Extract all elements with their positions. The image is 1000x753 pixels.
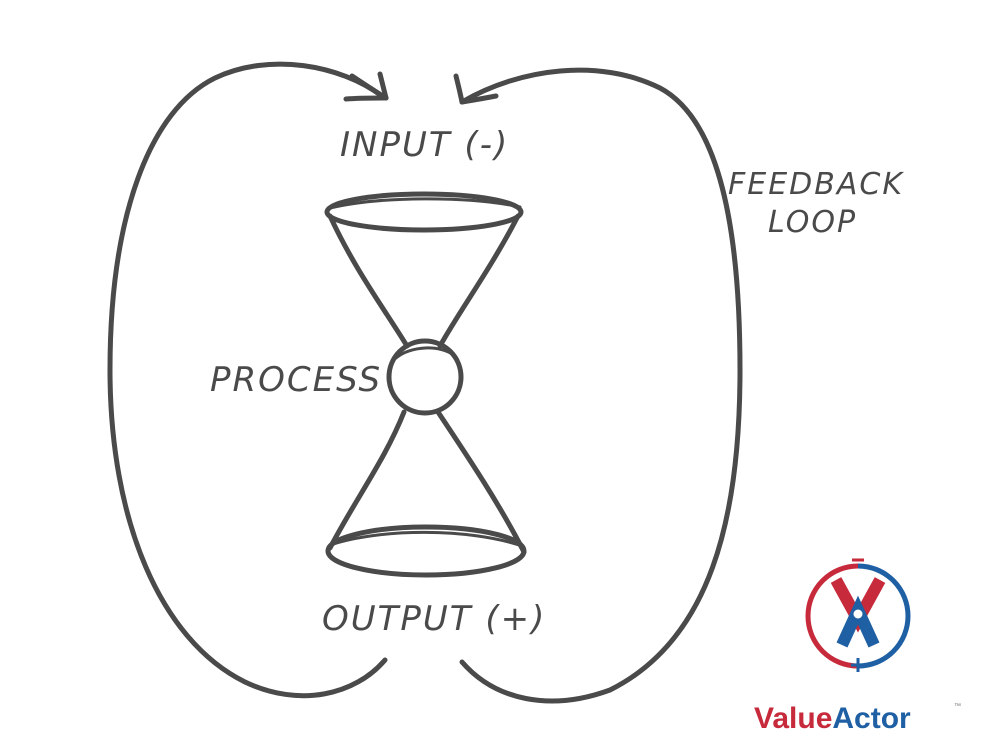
logo-wordmark: ValueActor — [754, 702, 911, 735]
bottom-cone-rim — [325, 524, 527, 578]
valueactor-logo: ValueActor ™ — [754, 558, 961, 735]
bottom-cone-side-left — [327, 409, 407, 551]
logo-word-value: Value — [754, 702, 832, 735]
top-cone-side-left — [327, 213, 410, 349]
right-loop-arrow — [453, 67, 743, 704]
process-label: PROCESS — [210, 360, 382, 400]
input-label: INPUT (-) — [340, 125, 509, 165]
logo-word-actor: Actor — [832, 702, 911, 735]
top-cone-rim — [324, 191, 524, 233]
left-loop-arrow — [107, 61, 389, 699]
top-cone-side-right — [437, 213, 521, 349]
logo-trademark: ™ — [954, 703, 961, 710]
process-sphere — [386, 338, 464, 416]
output-label: OUTPUT (+) — [322, 599, 546, 639]
logo-emblem — [805, 558, 911, 672]
feedback-label-line2: LOOP — [768, 205, 857, 240]
bottom-cone-side-right — [435, 409, 527, 555]
feedback-label-line1: FEEDBACK — [728, 167, 904, 202]
